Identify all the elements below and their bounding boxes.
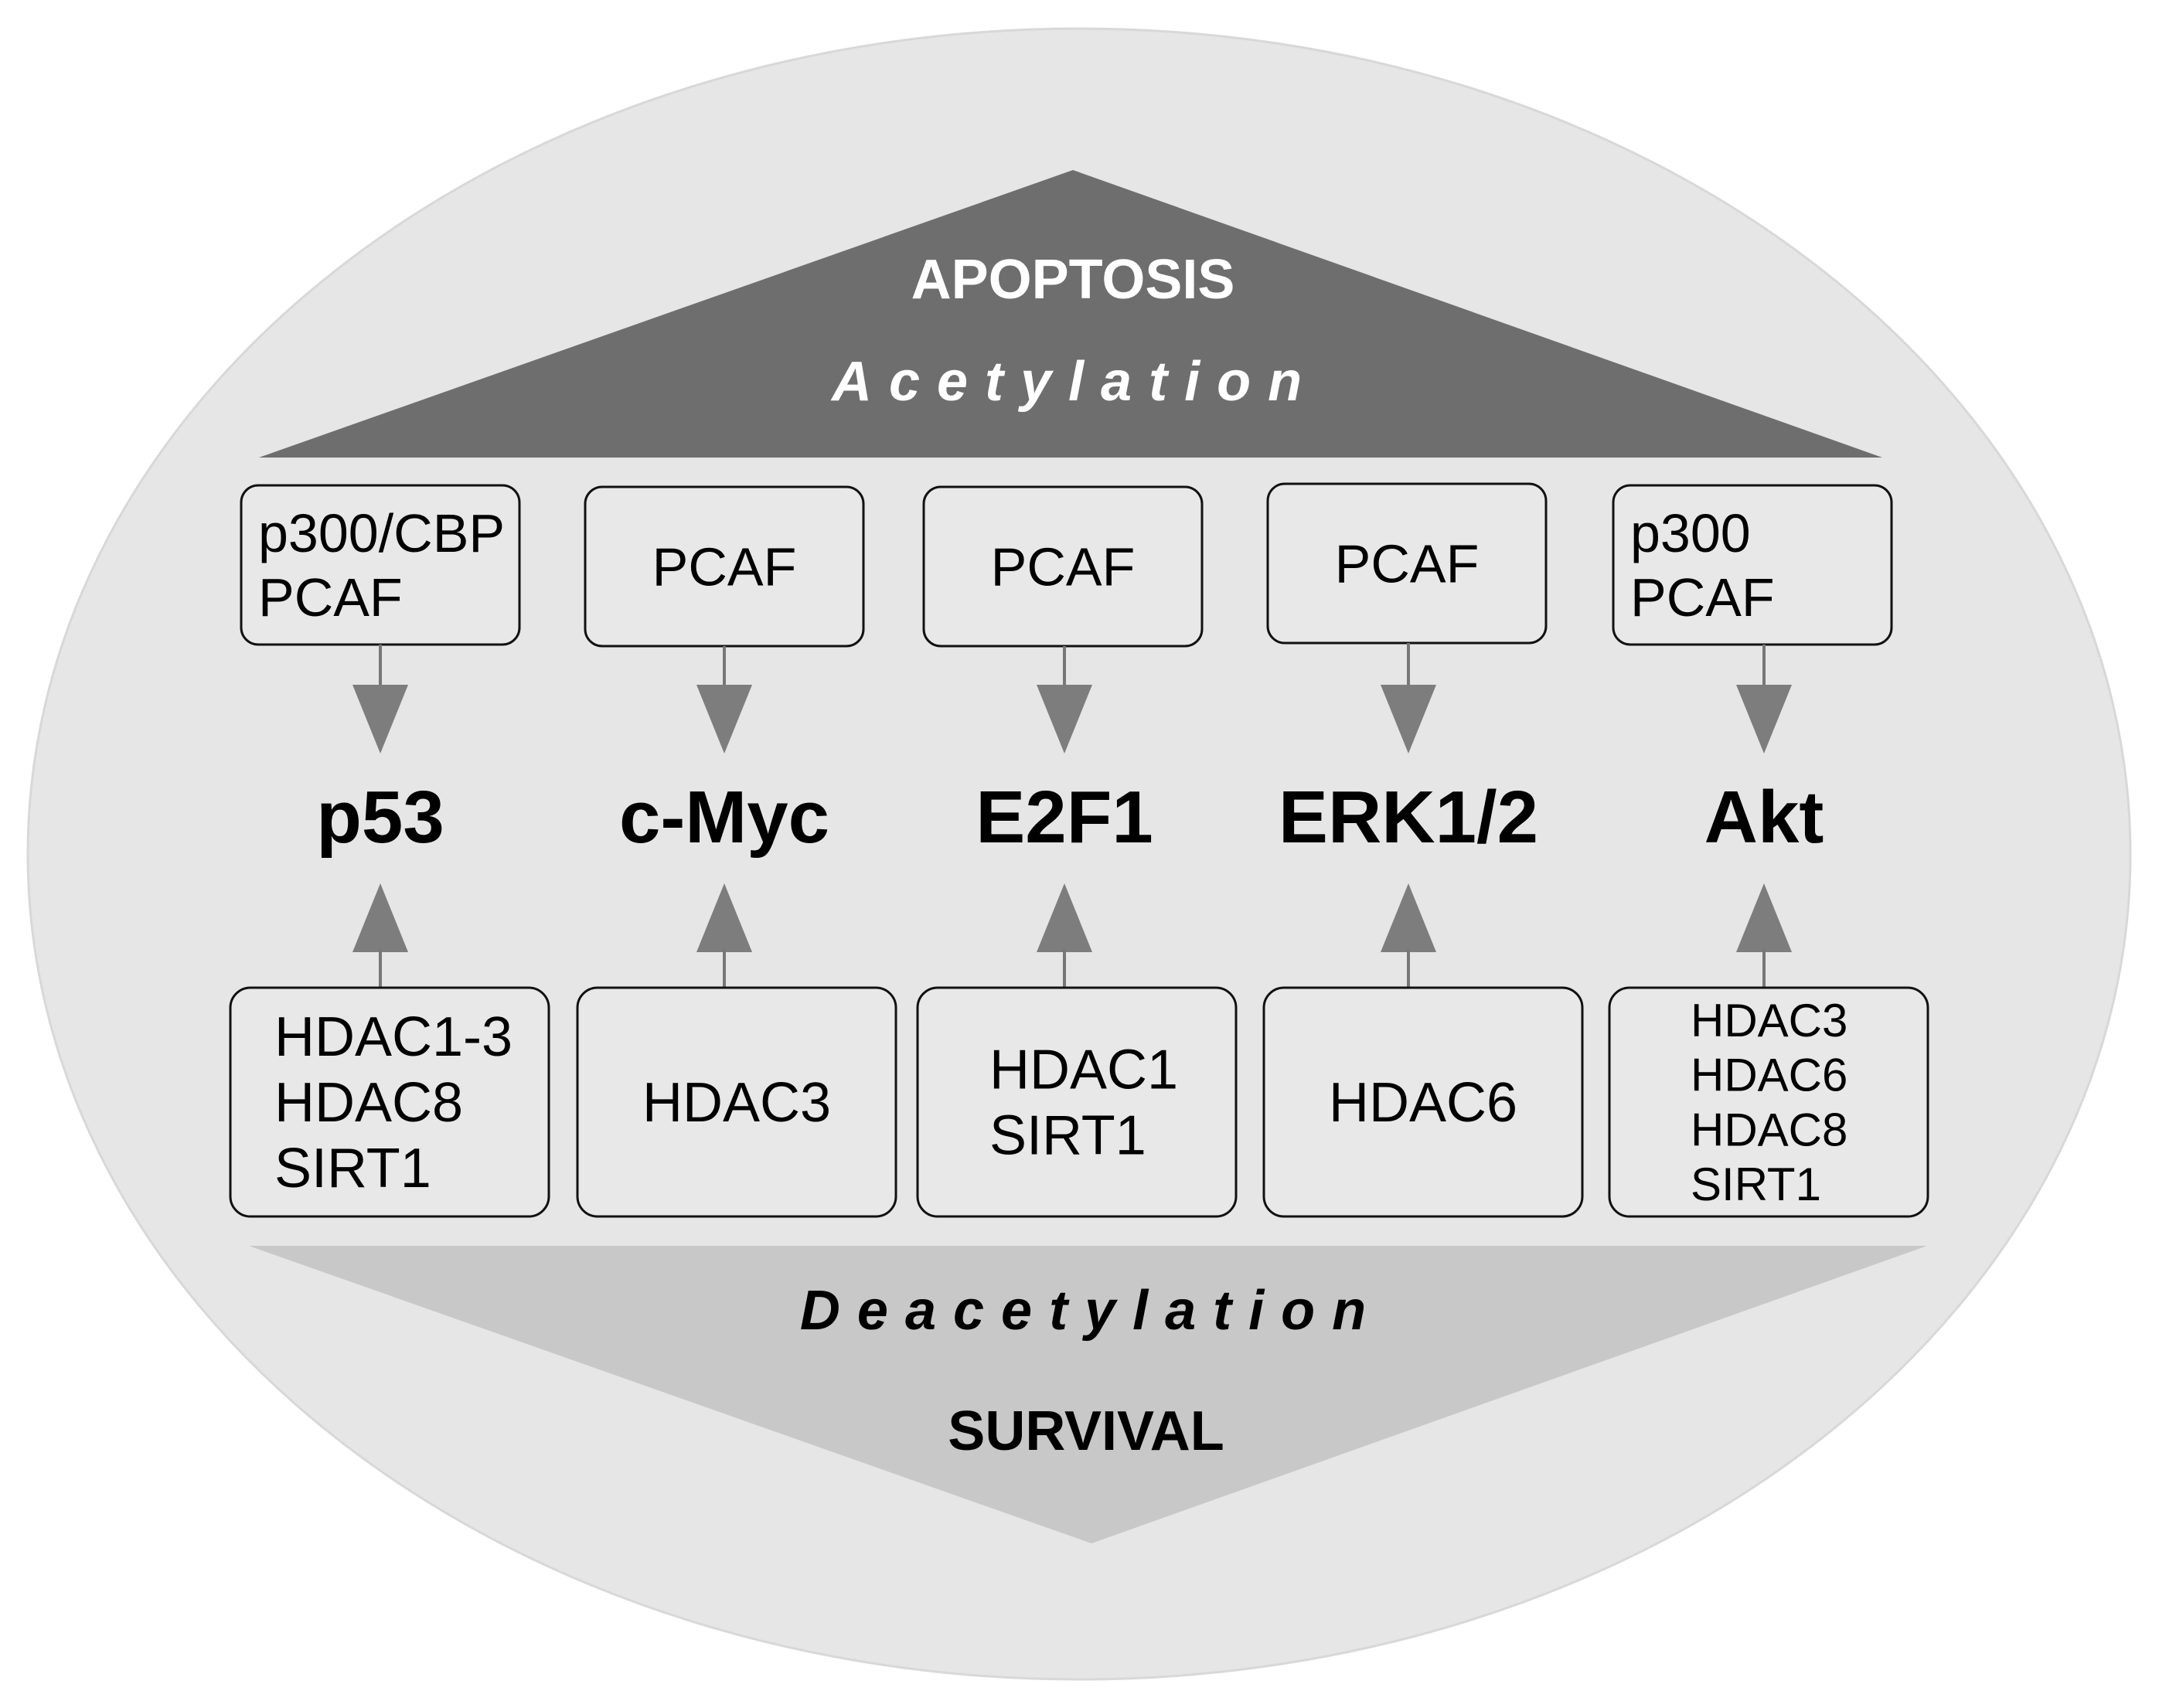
acetylation-arrowhead <box>352 685 408 754</box>
deacetylase-label-1: HDAC1 <box>989 1039 1178 1101</box>
deacetylase-box <box>1262 986 1584 1218</box>
deacetylase-label-3: SIRT1 <box>274 1138 431 1199</box>
acetylation-arrowhead <box>696 685 752 754</box>
protein-label: c-Myc <box>619 776 829 859</box>
acetylase-label-1: PCAF <box>1335 534 1480 594</box>
acetylase-box <box>1612 484 1893 646</box>
deacetylase-box <box>576 986 897 1218</box>
deacetylase-label-2: HDAC6 <box>1691 1050 1847 1101</box>
deacetylation-arrowhead <box>352 883 408 952</box>
acetylation-label: Acetylation <box>830 351 1319 413</box>
acetylase-label-2: PCAF <box>258 567 403 628</box>
acetylase-label-1: p300/CBP <box>258 503 505 563</box>
protein-label: p53 <box>316 776 444 859</box>
deacetylase-label-1: HDAC6 <box>1329 1072 1517 1134</box>
acetylase-label-1: PCAF <box>652 537 797 597</box>
deacetylase-label-4: SIRT1 <box>1691 1159 1821 1210</box>
acetylation-arrowhead <box>1736 685 1792 754</box>
protein-label: ERK1/2 <box>1279 776 1538 859</box>
acetylase-label-2: PCAF <box>1630 567 1775 628</box>
deacetylase-label-2: HDAC8 <box>274 1072 463 1134</box>
acetylation-arrowhead <box>1381 685 1436 754</box>
survival-triangle <box>249 1246 1927 1543</box>
acetylation-arrowhead <box>1037 685 1092 754</box>
deacetylase-box <box>1608 986 1929 1218</box>
protein-label: E2F1 <box>976 776 1153 859</box>
deacetylation-arrowhead <box>1037 883 1092 952</box>
protein-label: Akt <box>1704 776 1824 859</box>
deacetylase-label-1: HDAC3 <box>642 1072 831 1134</box>
acetylase-label-1: PCAF <box>991 537 1136 597</box>
survival-label: SURVIVAL <box>948 1400 1224 1462</box>
deacetylase-label-1: HDAC3 <box>1691 995 1847 1046</box>
deacetylation-label: Deacetylation <box>800 1280 1383 1342</box>
acetylase-label-1: p300 <box>1630 503 1751 563</box>
deacetylase-box <box>229 986 550 1218</box>
deacetylase-label-3: HDAC8 <box>1691 1104 1847 1155</box>
deacetylase-box <box>916 986 1238 1218</box>
deacetylase-label-2: SIRT1 <box>989 1105 1146 1167</box>
apoptosis-triangle <box>259 170 1882 458</box>
deacetylase-label-1: HDAC1-3 <box>274 1006 513 1068</box>
protein-columns: p300/CBPPCAFp53HDAC1-3HDAC8SIRT1PCAFc-My… <box>229 482 1929 1218</box>
apoptosis-label: APOPTOSIS <box>911 249 1235 311</box>
deacetylation-arrowhead <box>1736 883 1792 952</box>
deacetylation-arrowhead <box>696 883 752 952</box>
deacetylation-arrowhead <box>1381 883 1436 952</box>
